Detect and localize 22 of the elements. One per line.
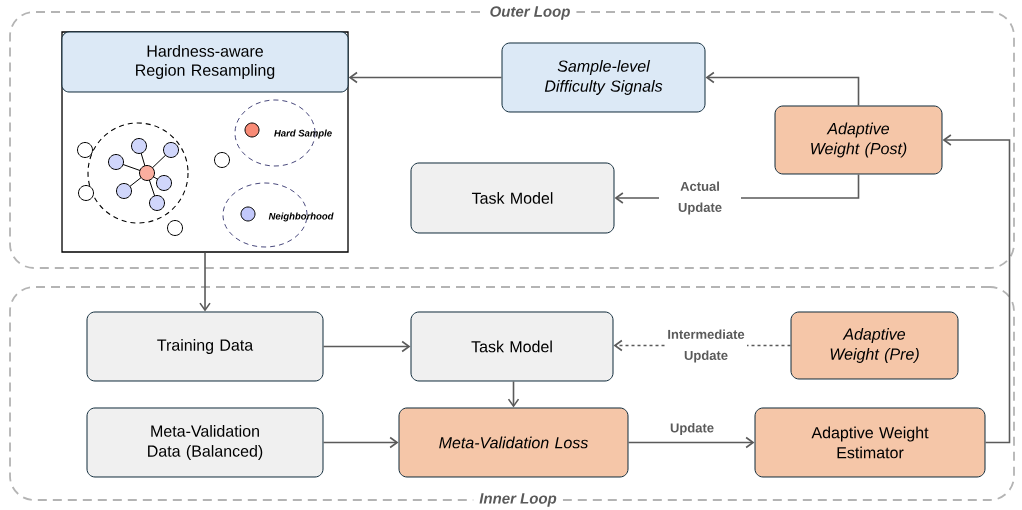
process-box: Training Data [86,311,324,382]
arrow [348,71,503,84]
process-box: Meta-Validation Data (Balanced) [86,407,324,478]
edge-label: Actual Update [659,180,741,216]
process-box: Task Model [410,162,615,234]
process-box: Task Model [410,311,614,382]
arrow [705,71,860,107]
arrow [627,436,755,449]
process-box: Meta-Validation Loss [398,407,629,478]
process-box: Sample-level Difficulty Signals [501,42,706,113]
process-box: Adaptive Weight (Post) [774,105,943,175]
sample-region: Neighborhood [222,182,334,248]
arrow [322,340,411,353]
arrow [942,134,1011,444]
process-box: Adaptive Weight Estimator [754,407,986,478]
edge-label: Update [670,422,714,436]
arrow [507,380,520,408]
arrow [322,436,399,449]
arrow [199,251,211,312]
edge-label: Intermediate Update [665,328,747,364]
sample-region: Hard Sample [234,99,332,167]
process-box: Adaptive Weight (Pre) [790,311,959,380]
